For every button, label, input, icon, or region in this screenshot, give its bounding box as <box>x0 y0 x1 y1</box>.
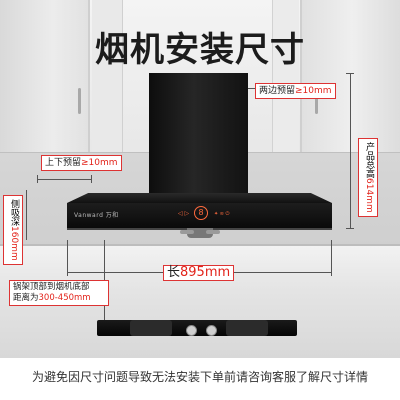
updown-clearance-text: 上下预留 <box>45 158 82 168</box>
display-digit: 8 <box>198 208 204 217</box>
pot-distance-text-1: 锅架顶部到烟机底部 <box>13 282 90 292</box>
stove-burner-right <box>226 320 268 336</box>
left-cabinet <box>0 0 90 152</box>
stove-knob-left <box>186 325 197 336</box>
left-cabinet-handle <box>78 88 81 114</box>
updown-clearance-value: ≥10mm <box>81 158 118 168</box>
hood-top-slope <box>67 193 332 203</box>
right-cabinet-handle <box>315 88 318 114</box>
pot-distance-text-2: 距离为 <box>13 293 39 303</box>
depth-dimension-line <box>26 190 27 240</box>
footer-notice: 为避免因尺寸问题导致无法安装下单前请咨询客服了解尺寸详情 <box>31 370 368 384</box>
right-cabinet-narrow <box>272 0 299 152</box>
updown-tick-right <box>91 175 92 183</box>
updown-dimension-line <box>37 179 92 180</box>
height-tick-top <box>346 73 354 74</box>
stove-knob-right <box>206 325 217 336</box>
length-extension-left <box>67 240 68 276</box>
depth-label-value: 160mm <box>9 226 19 261</box>
updown-tick-left <box>37 175 38 183</box>
sides-clearance-value: ≥10mm <box>295 86 332 96</box>
height-label-text: 产品总高 <box>364 142 374 178</box>
pot-distance-label: 锅架顶部到烟机底部 距离为300-450mm <box>9 280 109 306</box>
depth-label-text: 侧吸深 <box>9 199 19 226</box>
sides-clearance-label: 两边预留≥10mm <box>255 83 336 99</box>
footer-strip <box>0 358 400 400</box>
pot-distance-value: 300-450mm <box>38 293 91 303</box>
left-cabinet-narrow <box>92 0 123 152</box>
length-label: 长895mm <box>163 265 235 281</box>
height-dimension-line <box>350 73 351 228</box>
updown-clearance-label: 上下预留≥10mm <box>41 155 122 171</box>
control-panel-display: 8 <box>194 206 208 220</box>
length-label-value: 895mm <box>180 265 231 280</box>
length-label-text: 长 <box>167 265 181 280</box>
height-label: 产品总高614mm <box>358 138 378 217</box>
sides-clearance-text: 两边预留 <box>259 86 296 96</box>
brand-logo: Vanward 万和 <box>74 212 119 219</box>
height-tick-bottom <box>346 228 354 229</box>
sides-leader-line <box>248 88 256 89</box>
hood-air-intake <box>187 228 213 238</box>
depth-label: 侧吸深160mm <box>3 195 23 265</box>
hood-light-left <box>180 230 194 234</box>
hood-light-right <box>206 230 220 234</box>
stove-burner-left <box>130 320 172 336</box>
length-extension-right <box>331 240 332 276</box>
height-label-value: 614mm <box>364 178 374 213</box>
hood-chimney <box>149 73 248 193</box>
control-panel-left[interactable]: ◁ ▷ <box>178 210 190 217</box>
page-title: 烟机安装尺寸 <box>95 30 305 70</box>
control-panel-right[interactable]: ✦ ≋ ⏻ <box>214 211 230 217</box>
